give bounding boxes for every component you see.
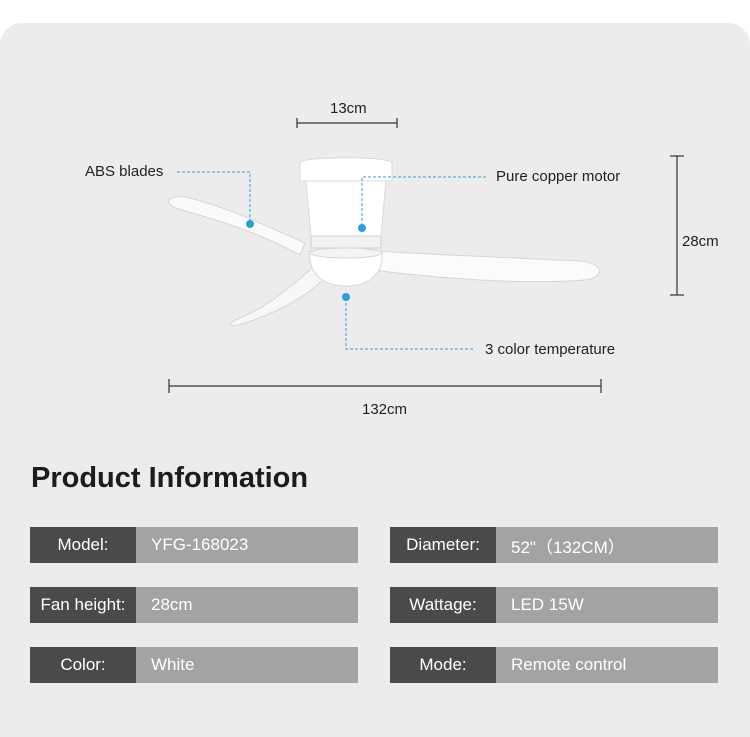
spec-label: Color: (30, 647, 136, 683)
fan-blade-bottom (230, 267, 326, 327)
blade-callout-dot (246, 220, 254, 228)
spec-label: Mode: (390, 647, 496, 683)
spec-value: Remote control (496, 647, 718, 683)
callout-dots (246, 220, 366, 301)
callout-lines (177, 171, 488, 350)
spec-row-wattage: Wattage: LED 15W (390, 587, 718, 623)
section-title: Product Information (31, 462, 309, 494)
spec-row-fan-height: Fan height: 28cm (30, 587, 358, 623)
height-label: 28cm (682, 233, 719, 250)
spec-row-color: Color: White (30, 647, 358, 683)
spec-label: Wattage: (390, 587, 496, 623)
diameter-label: 132cm (362, 401, 408, 418)
spec-row-model: Model: YFG-168023 (30, 527, 358, 563)
spec-row-diameter: Diameter: 52"（132CM） (390, 527, 718, 563)
light-callout-dot (342, 293, 350, 301)
spec-row-mode: Mode: Remote control (390, 647, 718, 683)
motor-callout-label: Pure copper motor (496, 168, 621, 185)
motor-band (310, 235, 382, 249)
product-card: 13cm 28cm 132cm ABS blades Pure copper m… (0, 23, 750, 737)
spec-value: 52"（132CM） (496, 527, 718, 563)
spec-value: White (136, 647, 358, 683)
spec-label: Fan height: (30, 587, 136, 623)
fan-blade-right (374, 250, 600, 283)
blades-callout-label: ABS blades (85, 163, 164, 180)
light-callout-label: 3 color temperature (485, 341, 616, 358)
motor-width-dimension-line (296, 118, 398, 128)
ceiling-fan-illustration (168, 157, 600, 327)
diameter-dimension-line (168, 379, 602, 393)
spec-value: LED 15W (496, 587, 718, 623)
motor-callout-dot (358, 224, 366, 232)
motor-width-label: 13cm (330, 100, 367, 117)
motor-housing (299, 157, 393, 237)
light-kit (309, 250, 383, 287)
height-dimension-line (670, 155, 684, 296)
spec-value: YFG-168023 (136, 527, 358, 563)
fan-dimension-diagram (168, 118, 684, 393)
spec-value: 28cm (136, 587, 358, 623)
spec-label: Model: (30, 527, 136, 563)
spec-label: Diameter: (390, 527, 496, 563)
fan-blade-left (168, 196, 306, 256)
